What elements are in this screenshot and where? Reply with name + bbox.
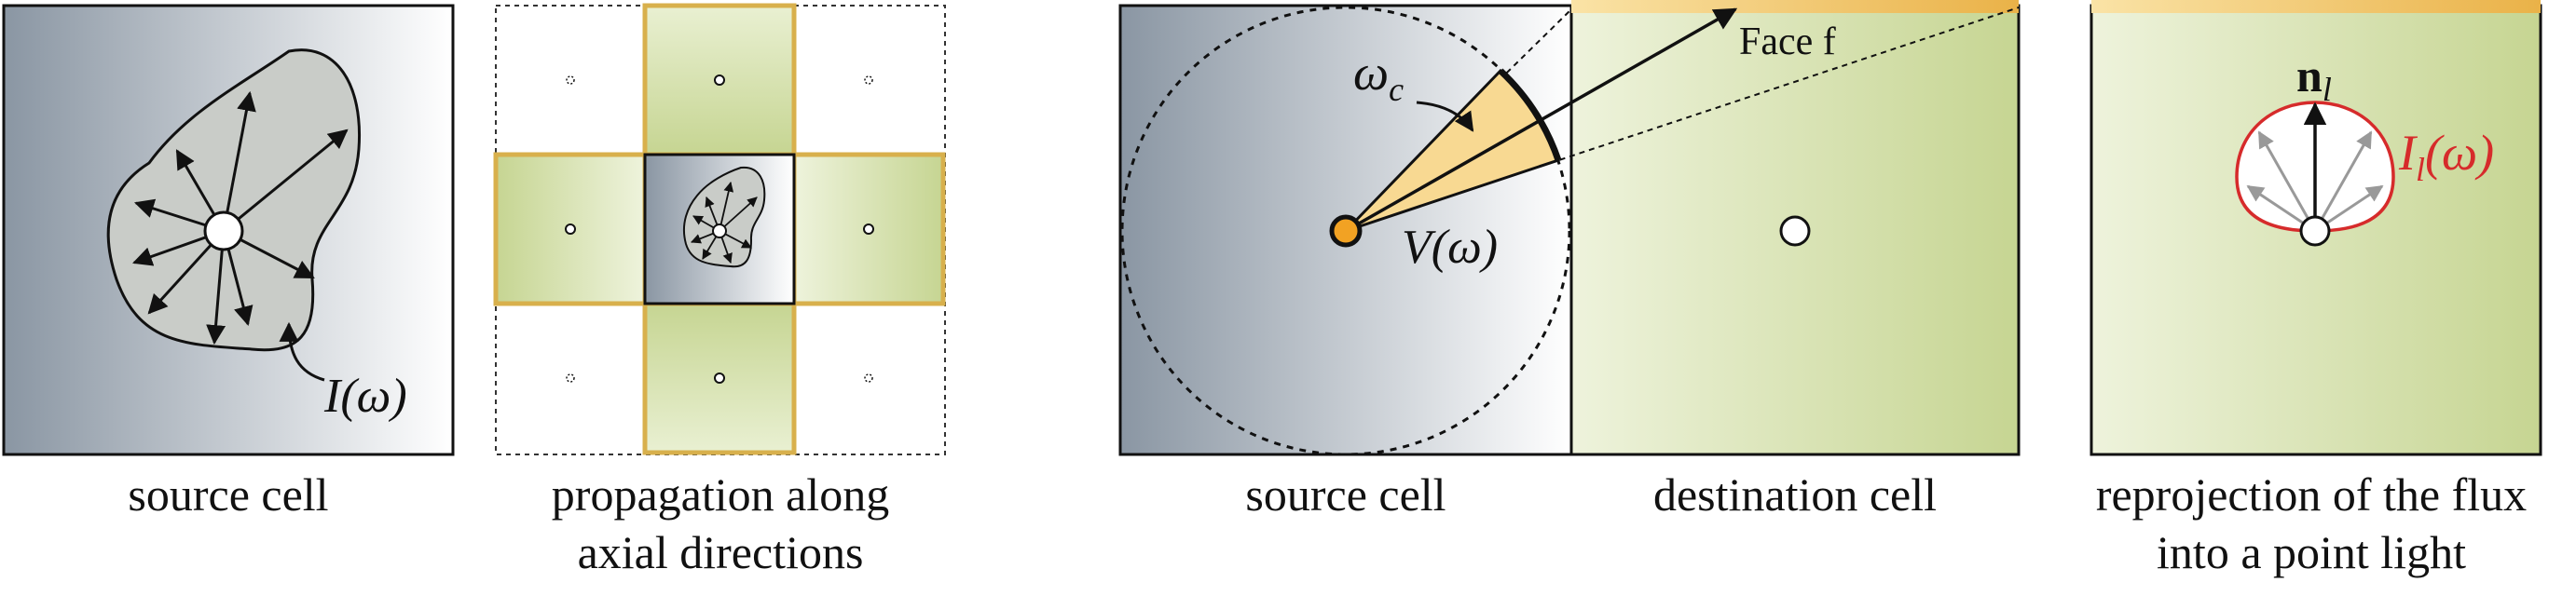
point-light-origin xyxy=(2299,215,2331,247)
source-point-orange xyxy=(1329,214,1363,248)
solid-angle-arc xyxy=(1498,68,1562,162)
corner-cell-dot xyxy=(566,75,575,85)
corner-cell-dot xyxy=(864,373,873,383)
caption-propagation-line1: propagation along xyxy=(551,468,890,521)
caption-propagation-line2: axial directions xyxy=(577,526,864,578)
intensity-label: I(ω) xyxy=(323,370,407,423)
face-f-label: Face f xyxy=(1739,20,1836,63)
normal-label: nl xyxy=(2296,49,2332,108)
caption-reprojection: reprojection of the flux into a point li… xyxy=(2050,466,2572,581)
panel-source-cell: I(ω) xyxy=(2,4,455,456)
face-f-highlight xyxy=(1571,0,2019,13)
panel-reprojection: nl Il(ω) xyxy=(2090,0,2542,456)
caption-destination-cell: destination cell xyxy=(1652,468,1938,521)
central-direction-arrow xyxy=(1345,7,1738,233)
cell-center-dot xyxy=(565,224,576,235)
caption-reprojection-line2: into a point light xyxy=(2157,526,2466,578)
cell-center-dot xyxy=(714,74,725,86)
caption-source-cell-2: source cell xyxy=(1245,468,1446,521)
intensity-pointer xyxy=(279,321,325,382)
propagation-radius-circle xyxy=(1120,6,1571,456)
visibility-label: V(ω) xyxy=(1402,221,1498,274)
caption-reprojection-line1: reprojection of the flux xyxy=(2095,468,2528,521)
point-light-label: Il(ω) xyxy=(2398,125,2494,188)
panel-source-destination: ωc V(ω) Face f xyxy=(1118,0,2021,456)
cell-center-dot xyxy=(714,372,725,384)
corner-cell-dot xyxy=(566,373,575,383)
cell-center-dot xyxy=(863,224,874,235)
panel-propagation xyxy=(493,3,946,455)
solid-angle-pointer xyxy=(1416,101,1474,132)
corner-cell-dot xyxy=(864,75,873,85)
source-point xyxy=(203,210,244,251)
small-source-point xyxy=(712,224,727,238)
reprojection-face-highlight xyxy=(2091,0,2541,13)
destination-center-point xyxy=(1779,215,1811,247)
caption-source-cell: source cell xyxy=(128,468,329,521)
caption-propagation: propagation along axial directions xyxy=(477,466,964,581)
solid-angle-label: ωc xyxy=(1353,45,1404,108)
